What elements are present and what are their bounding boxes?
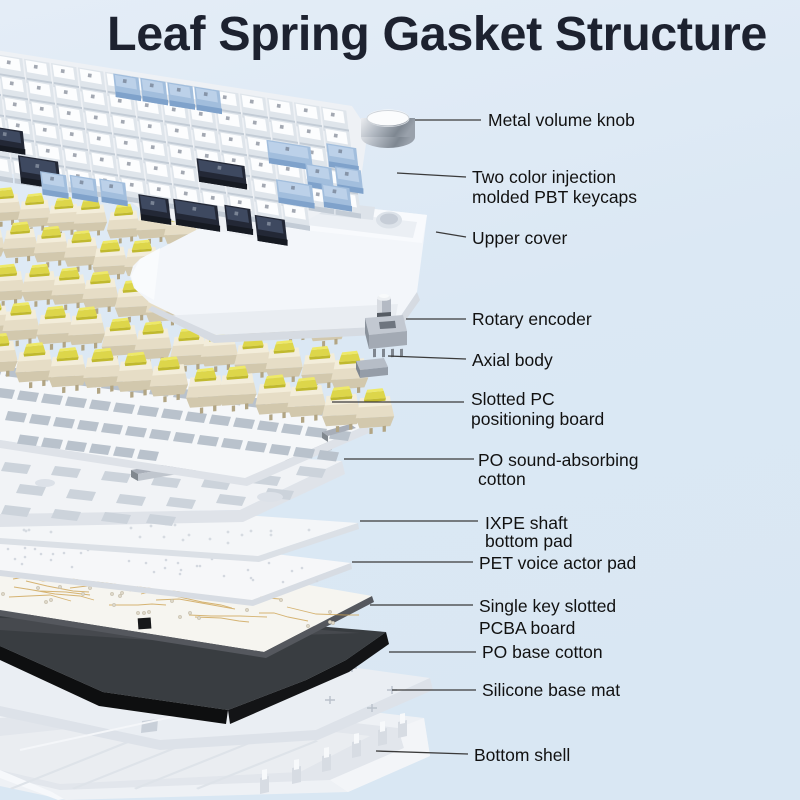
svg-text:Two color injection: Two color injection: [472, 167, 616, 187]
svg-text:Slotted PC: Slotted PC: [471, 389, 555, 409]
svg-text:Upper cover: Upper cover: [472, 228, 567, 248]
svg-text:PCBA board: PCBA board: [479, 618, 575, 638]
svg-text:Silicone base mat: Silicone base mat: [482, 680, 620, 700]
svg-text:Bottom shell: Bottom shell: [474, 745, 570, 765]
svg-text:bottom pad: bottom pad: [485, 531, 573, 551]
svg-text:Leaf Spring Gasket Structure: Leaf Spring Gasket Structure: [107, 7, 767, 61]
svg-text:PO base cotton: PO base cotton: [482, 642, 603, 662]
svg-text:molded PBT keycaps: molded PBT keycaps: [472, 187, 637, 207]
svg-text:PO sound-absorbing: PO sound-absorbing: [478, 450, 639, 470]
svg-text:Axial body: Axial body: [472, 350, 553, 370]
svg-text:Metal volume knob: Metal volume knob: [488, 110, 635, 130]
svg-text:cotton: cotton: [478, 469, 526, 489]
svg-text:PET voice actor pad: PET voice actor pad: [479, 553, 636, 573]
svg-text:IXPE shaft: IXPE shaft: [485, 513, 568, 533]
svg-text:Rotary encoder: Rotary encoder: [472, 309, 592, 329]
svg-text:positioning board: positioning board: [471, 409, 604, 429]
svg-text:Single key slotted: Single key slotted: [479, 596, 616, 616]
